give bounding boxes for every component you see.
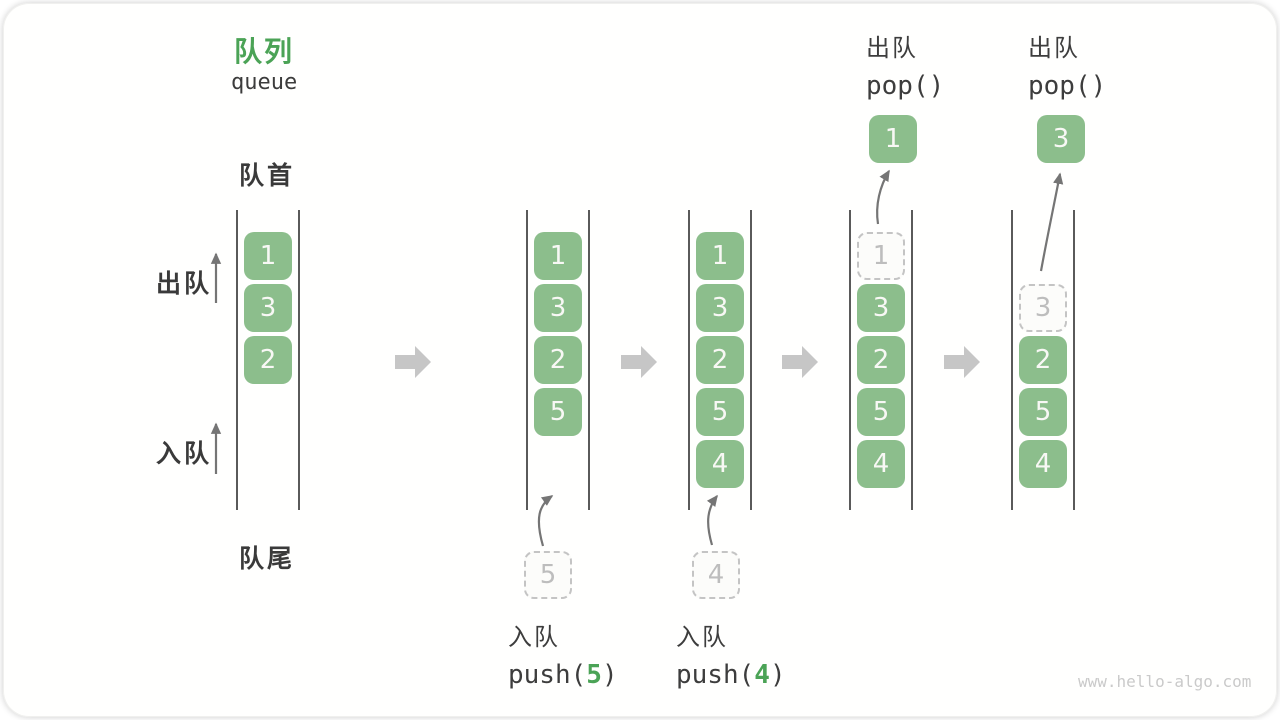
queue-cell: 2 [857, 336, 905, 384]
incoming-cell-dashed: 5 [524, 551, 572, 599]
code-close: ) [769, 660, 786, 690]
queue-column [849, 210, 913, 510]
queue-cell: 5 [696, 388, 744, 436]
queue-cell: 4 [1019, 440, 1067, 488]
code-arg: 5 [586, 660, 602, 690]
queue-cell: 1 [534, 232, 582, 280]
queue-cell: 5 [857, 388, 905, 436]
dequeue-operation-2: 出队 pop() [1028, 28, 1106, 101]
enqueue-op-title: 入队 [676, 623, 728, 651]
queue-cell: 2 [534, 336, 582, 384]
dequeue-op-code: pop() [866, 71, 945, 101]
code-close: ) [601, 660, 618, 690]
enqueue-op-code: push(4) [676, 660, 786, 690]
enqueue-op-code: push(5) [508, 660, 618, 690]
queue-cell: 4 [857, 440, 905, 488]
incoming-cell-dashed: 4 [692, 551, 740, 599]
figure-card [3, 3, 1277, 717]
queue-rear-label: 队尾 [239, 544, 296, 573]
dequeue-op-code: pop() [1028, 71, 1107, 101]
queue-cell-dashed: 1 [857, 232, 905, 280]
queue-cell: 3 [534, 284, 582, 332]
queue-front-label: 队首 [239, 161, 296, 190]
queue-cell: 3 [244, 284, 292, 332]
queue-cell: 1 [696, 232, 744, 280]
queue-cell: 3 [696, 284, 744, 332]
queue-column [526, 210, 590, 510]
dequeue-op-title: 出队 [1028, 34, 1080, 62]
dequeue-operation-1: 出队 pop() [866, 28, 944, 101]
queue-cell: 4 [696, 440, 744, 488]
enqueue-side-label: 入队 [156, 439, 213, 468]
dequeue-side-label: 出队 [156, 269, 213, 298]
queue-column [236, 210, 300, 510]
enqueue-op-title: 入队 [508, 623, 560, 651]
figure-title: 队列 [234, 35, 295, 68]
queue-cell: 3 [857, 284, 905, 332]
queue-cell: 5 [534, 388, 582, 436]
queue-cell: 2 [244, 336, 292, 384]
popped-cell: 1 [869, 115, 917, 163]
enqueue-operation-1: 入队 push(5) [508, 617, 618, 690]
queue-cell: 2 [696, 336, 744, 384]
popped-cell: 3 [1037, 115, 1085, 163]
enqueue-operation-2: 入队 push(4) [676, 617, 786, 690]
queue-column [1011, 210, 1075, 510]
queue-cell: 5 [1019, 388, 1067, 436]
code-arg: 4 [754, 660, 770, 690]
dequeue-op-title: 出队 [866, 34, 918, 62]
queue-cell-dashed: 3 [1019, 284, 1067, 332]
queue-cell: 1 [244, 232, 292, 280]
queue-cell: 2 [1019, 336, 1067, 384]
code-fn: push( [676, 660, 755, 690]
code-fn: push( [508, 660, 587, 690]
queue-column [688, 210, 752, 510]
figure-subtitle: queue [231, 70, 298, 95]
watermark: www.hello-algo.com [1078, 672, 1252, 691]
